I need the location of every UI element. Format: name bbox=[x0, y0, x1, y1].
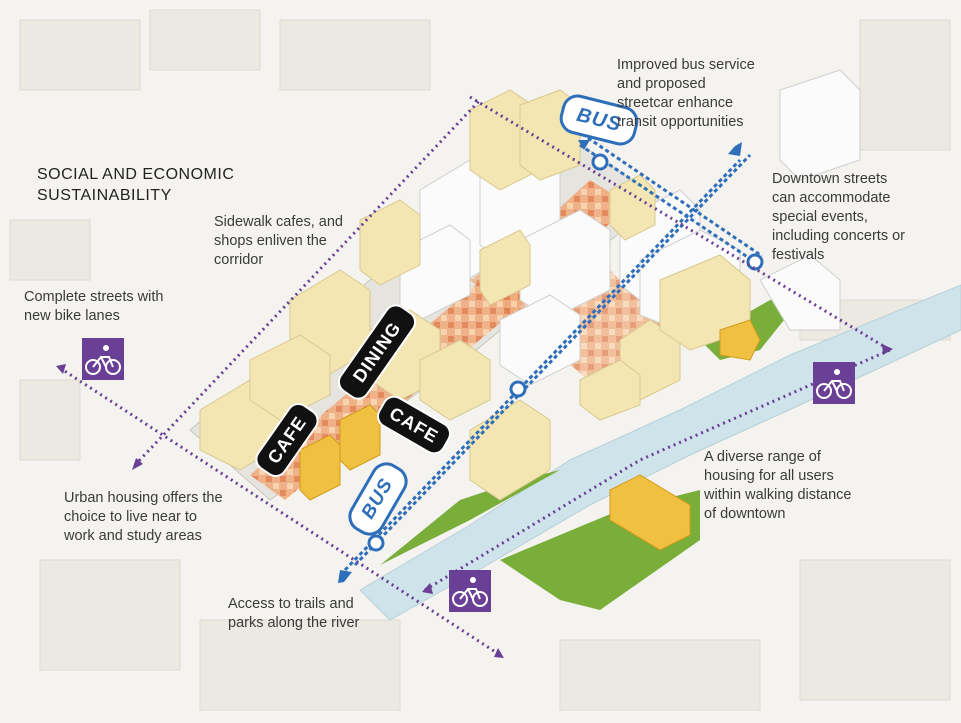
arrow-icon bbox=[338, 140, 742, 583]
title-line-1: SOCIAL AND ECONOMIC bbox=[37, 166, 235, 183]
label-trails-parks: Access to trails and parks along the riv… bbox=[228, 596, 360, 631]
yellow-buildings bbox=[199, 89, 751, 501]
transit-line bbox=[343, 136, 763, 572]
background-city bbox=[9, 9, 951, 711]
label-housing-range: A diverse range of housing for all users… bbox=[704, 449, 852, 522]
bike-icon bbox=[82, 338, 124, 380]
label-bike-lanes: Complete streets with new bike lanes bbox=[24, 289, 164, 324]
title-line-2: SUSTAINABILITY bbox=[37, 187, 172, 204]
bike-icon bbox=[813, 362, 855, 404]
bike-routes bbox=[59, 95, 891, 657]
label-bus-service: Improved bus service and proposed street… bbox=[617, 57, 755, 130]
label-sidewalk-cafes: Sidewalk cafes, and shops enliven the co… bbox=[214, 214, 343, 268]
highlighted-housing bbox=[299, 319, 761, 551]
label-urban-housing: Urban housing offers the choice to live … bbox=[64, 490, 223, 544]
label-special-events: Downtown streets can accommodate special… bbox=[772, 171, 905, 263]
bike-route-arrows bbox=[56, 344, 893, 658]
diagram-title: SOCIAL AND ECONOMIC SUSTAINABILITY bbox=[37, 164, 234, 206]
transit-stop-icon bbox=[367, 153, 764, 552]
bike-icon bbox=[449, 570, 491, 612]
